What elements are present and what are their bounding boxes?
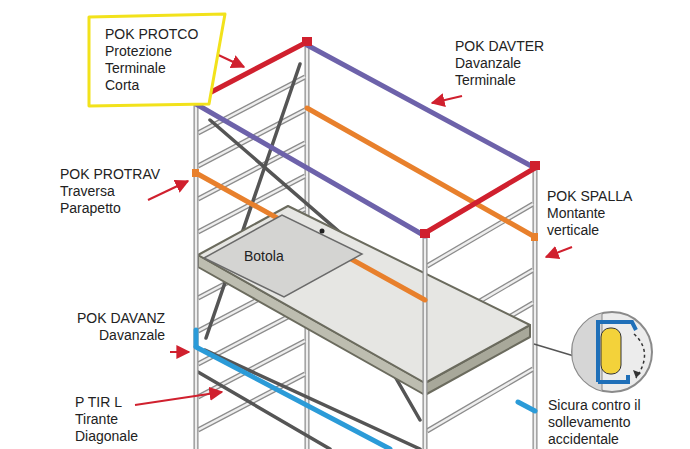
guard-rail bbox=[196, 104, 425, 236]
guard-rail bbox=[196, 42, 535, 449]
leader-arrow bbox=[170, 351, 189, 353]
near-tubes bbox=[196, 100, 425, 449]
part-code: POK PROTCO bbox=[105, 26, 198, 43]
coupler-cap bbox=[530, 161, 540, 170]
lock-detail bbox=[598, 322, 636, 382]
part-code: POK DAVTER bbox=[455, 38, 544, 55]
coupler-cap bbox=[191, 37, 540, 241]
far-tubes bbox=[198, 42, 535, 449]
part-description: Montante verticale bbox=[547, 205, 629, 239]
lock-detail bbox=[633, 370, 641, 378]
coupler-cap bbox=[420, 229, 430, 238]
callout-outline bbox=[89, 14, 225, 106]
near-tubes bbox=[196, 100, 425, 449]
coupler-cap bbox=[531, 233, 538, 241]
guard-rail bbox=[196, 173, 425, 300]
part-code: POK SPALLA bbox=[547, 188, 632, 205]
part-description: Davanzale Terminale bbox=[455, 55, 540, 89]
hatch-handle bbox=[320, 229, 325, 234]
part-code: POK PROTRAV bbox=[60, 166, 160, 183]
platform bbox=[198, 206, 530, 395]
note-text: Sicura contro il sollevamento accidental… bbox=[548, 397, 666, 448]
guard-rail bbox=[425, 168, 535, 233]
part-description: Protezione Terminale Corta bbox=[105, 43, 185, 94]
coupler-cap bbox=[302, 37, 312, 46]
hatch-panel: Botola bbox=[204, 215, 362, 297]
guard-rail bbox=[196, 347, 390, 449]
part-description: Tirante Diagonale bbox=[75, 411, 157, 445]
part-code: P TIR L bbox=[75, 394, 122, 411]
part-description: Davanzale bbox=[99, 327, 165, 344]
coupler-cap bbox=[192, 169, 199, 177]
leader-arrow bbox=[432, 96, 462, 103]
guard-rail bbox=[307, 108, 535, 237]
lock-detail bbox=[598, 375, 628, 382]
guard-rail bbox=[518, 402, 535, 411]
lock-detail bbox=[534, 312, 652, 396]
guard-rail bbox=[194, 330, 199, 346]
near-tubes bbox=[196, 100, 425, 449]
leader-arrow bbox=[148, 181, 188, 200]
lock-detail bbox=[534, 344, 574, 356]
part-name: Botola bbox=[244, 248, 284, 265]
far-tubes bbox=[198, 42, 535, 449]
lock-detail bbox=[601, 328, 621, 374]
part-code: POK DAVANZ bbox=[77, 310, 165, 327]
leader-arrow bbox=[135, 392, 222, 405]
far-tubes bbox=[198, 42, 535, 449]
lock-detail bbox=[634, 334, 645, 378]
part-description: Traversa Parapetto bbox=[60, 183, 142, 217]
hatch-outline bbox=[204, 215, 362, 297]
leader-arrow bbox=[546, 247, 572, 257]
callout-box: POK PROTCOProtezione Terminale Corta bbox=[88, 14, 227, 106]
platform bbox=[198, 206, 530, 383]
